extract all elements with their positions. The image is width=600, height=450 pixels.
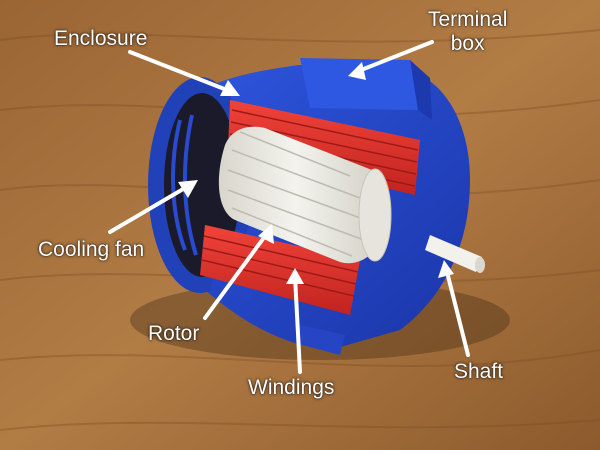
rotor-shape <box>218 126 392 264</box>
label-shaft: Shaft <box>454 360 504 383</box>
arrow-enclosure <box>128 50 234 94</box>
label-rotor: Rotor <box>148 322 200 345</box>
label-enclosure: Enclosure <box>54 27 148 50</box>
leader-arrows <box>108 40 470 374</box>
label-terminal-box-line1: Terminal <box>428 8 508 31</box>
label-cooling-fan: Cooling fan <box>38 238 145 261</box>
arrow-rotor <box>203 230 270 320</box>
shaft-shape <box>425 235 485 273</box>
arrow-shaft <box>444 266 470 357</box>
arrow-windings <box>293 274 302 374</box>
winding-bottom-shape <box>200 225 360 315</box>
arrow-terminal-box <box>354 40 434 74</box>
arrow-cooling-fan <box>108 183 192 234</box>
label-terminal-box-line2: box <box>450 32 485 56</box>
label-windings: Windings <box>248 376 335 399</box>
label-terminal-box: Terminal box <box>428 8 507 56</box>
